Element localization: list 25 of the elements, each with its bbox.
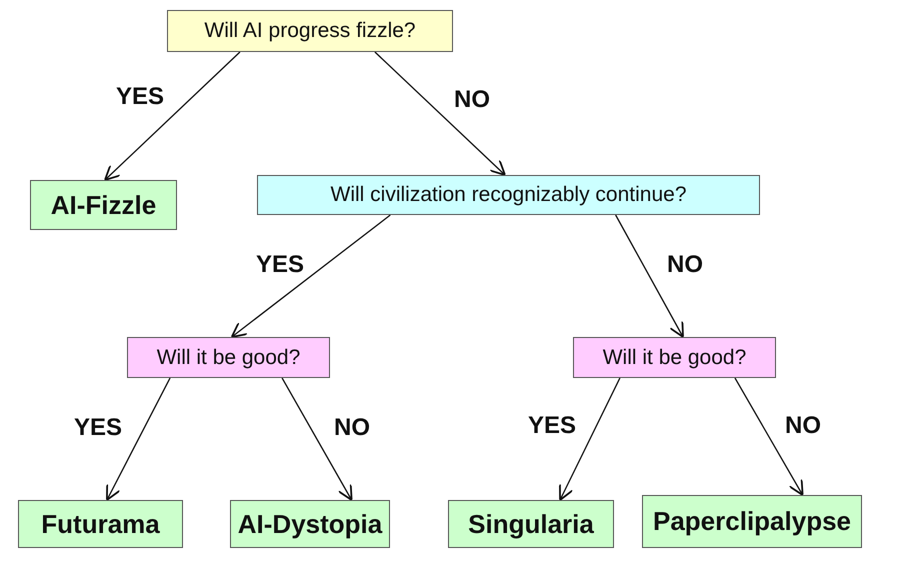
arrow	[106, 378, 171, 501]
edge-label: YES	[116, 83, 164, 111]
question-box: Will AI progress fizzle?	[167, 10, 453, 52]
arrow	[559, 378, 620, 501]
question-box: Will civilization recognizably continue?	[257, 175, 760, 215]
arrow	[734, 378, 804, 496]
edge-label: YES	[256, 251, 304, 279]
arrow	[230, 214, 391, 338]
edge-label: NO	[785, 412, 821, 440]
edge-label: NO	[667, 251, 703, 279]
question-box: Will it be good?	[573, 337, 776, 378]
arrow	[104, 52, 240, 181]
outcome-box: AI-Dystopia	[230, 500, 390, 548]
outcome-box: Paperclipalypse	[642, 495, 862, 548]
edge-label: NO	[334, 414, 370, 442]
outcome-box: AI-Fizzle	[30, 180, 177, 230]
arrow	[282, 378, 352, 501]
edge-label: YES	[74, 414, 122, 442]
edge-label: NO	[454, 86, 490, 114]
arrow	[615, 214, 684, 338]
outcome-box: Futurama	[18, 500, 183, 548]
edge-label: YES	[528, 412, 576, 440]
question-box: Will it be good?	[127, 337, 330, 378]
outcome-box: Singularia	[448, 500, 614, 548]
arrow	[374, 52, 506, 176]
